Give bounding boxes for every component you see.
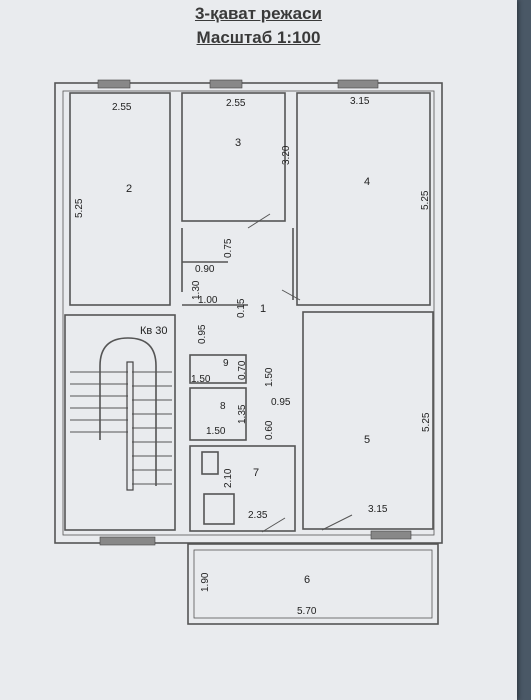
dimension-label: 2.10 <box>223 468 234 488</box>
dimension-label: 0.90 <box>195 264 215 275</box>
dimension-label: 0.15 <box>236 298 247 318</box>
window-room-4 <box>337 79 379 89</box>
kitchen-wall <box>189 445 296 532</box>
dimension-label: 1.50 <box>206 426 226 437</box>
window-room-5 <box>370 530 412 540</box>
balcony-inner-wall <box>193 549 433 619</box>
room-number: 8 <box>220 401 226 412</box>
balcony-wall <box>187 543 439 625</box>
room-2-wall <box>69 92 171 306</box>
stair-handrail-curve <box>99 337 157 486</box>
room-3-wall <box>181 92 286 222</box>
dimension-label: 0.95 <box>271 397 291 408</box>
dimension-label: 2.55 <box>226 98 246 109</box>
dimension-label: 5.25 <box>420 190 431 210</box>
room-5-wall <box>302 311 434 530</box>
dimension-label: 5.25 <box>74 198 85 218</box>
window-room-3 <box>209 79 243 89</box>
scale-title: Масштаб 1:100 <box>196 28 321 47</box>
floor-title: 3-қават режаси <box>194 4 323 23</box>
dimension-label: 1.50 <box>264 367 275 387</box>
drawing-sheet: 3-қават режаси Масштаб 1:100 <box>0 0 517 700</box>
dimension-label: 3.20 <box>281 145 292 165</box>
wc-wall <box>189 354 247 384</box>
dimension-label: 2.35 <box>248 510 268 521</box>
dimension-label: 1.90 <box>200 572 211 592</box>
outer-wall <box>54 82 443 544</box>
dimension-label: 2.55 <box>112 102 132 113</box>
dimension-label: 0.60 <box>264 420 275 440</box>
sink <box>201 451 219 475</box>
room-4-wall <box>296 92 431 306</box>
dimension-label: 0.95 <box>197 324 208 344</box>
apartment-label: Кв 30 <box>140 325 168 337</box>
room-number: 9 <box>223 358 229 369</box>
stair-hall-wall <box>64 314 176 531</box>
door-swing <box>321 514 353 531</box>
dimension-label: 5.25 <box>421 412 432 432</box>
window-room-2 <box>97 79 131 89</box>
room-number: 3 <box>235 137 241 149</box>
stair-handrail <box>126 361 134 491</box>
dimension-label: 1.35 <box>237 404 248 424</box>
dimension-label: 1.00 <box>198 295 218 306</box>
dimension-label: 0.70 <box>237 360 248 380</box>
room-number: 6 <box>304 574 310 586</box>
door-swing <box>281 289 301 301</box>
door-swing <box>247 213 271 229</box>
room-number: 2 <box>126 183 132 195</box>
dimension-label: 5.70 <box>297 606 317 617</box>
stove <box>203 493 235 525</box>
dimension-label: 0.75 <box>223 238 234 258</box>
bath-wall <box>189 387 247 441</box>
dimension-label: 1.30 <box>191 280 202 300</box>
dimension-label: 3.15 <box>350 96 370 107</box>
dimension-label: 1.50 <box>191 374 211 385</box>
room-number: 7 <box>253 467 259 479</box>
room-number: 1 <box>260 303 266 315</box>
room-number: 4 <box>364 176 370 188</box>
inner-wall <box>62 90 435 536</box>
room-number: 5 <box>364 434 370 446</box>
window-stair <box>99 536 156 546</box>
door-swing <box>261 517 286 533</box>
floor-plan: 1 2 3 4 5 6 7 8 9 Кв 30 2.55 2.55 3.15 0… <box>54 79 443 625</box>
dimension-label: 3.15 <box>368 504 388 515</box>
